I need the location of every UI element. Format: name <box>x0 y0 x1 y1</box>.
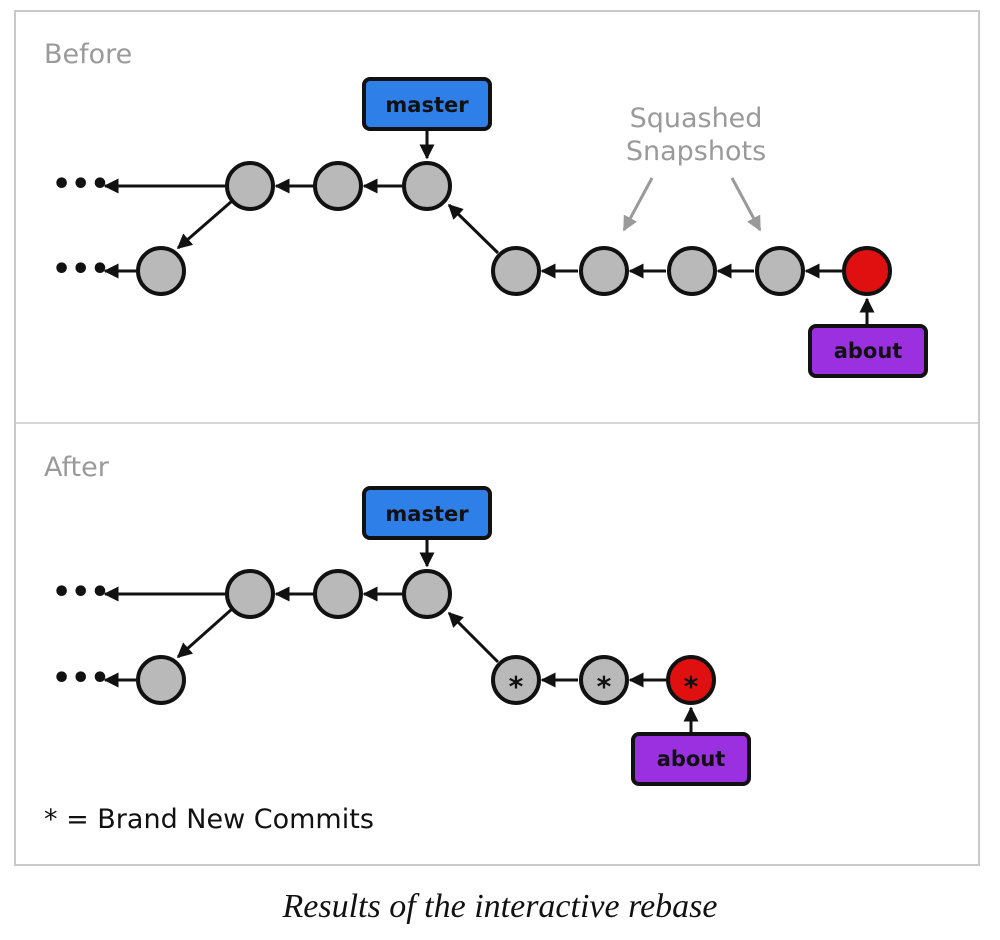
master-label-box <box>362 486 492 540</box>
commit-node <box>136 246 186 296</box>
rebase-diagram: Before Squashed Snapshots ••• ••• <box>16 39 978 835</box>
master-label: master <box>362 486 492 540</box>
diagram-frame <box>14 10 980 866</box>
ellipsis-upper: ••• <box>52 167 110 202</box>
edge <box>176 607 233 659</box>
new-commit-marker: * <box>509 670 524 703</box>
new-commit-node <box>579 655 629 705</box>
commit-node <box>402 569 452 619</box>
commit-node <box>225 161 275 211</box>
commit-node <box>402 161 452 211</box>
master-label-text: master <box>385 502 469 526</box>
commit-node <box>579 246 629 296</box>
ellipsis-lower: ••• <box>52 661 110 696</box>
annotation-arrows <box>622 177 762 232</box>
edge <box>176 199 233 250</box>
master-label: master <box>362 77 492 131</box>
about-label-box <box>631 732 751 786</box>
commit-node <box>225 569 275 619</box>
before-title: Before <box>44 39 132 70</box>
head-commit-node <box>842 246 892 296</box>
about-label-text: about <box>834 339 903 363</box>
ellipsis-upper: ••• <box>52 575 110 610</box>
master-label-text: master <box>385 93 469 117</box>
edge <box>447 203 500 255</box>
commit-node <box>755 246 805 296</box>
new-commit-marker: * <box>684 670 699 703</box>
before-edges <box>103 131 875 326</box>
figure-caption: Results of the interactive rebase <box>282 888 718 925</box>
about-label: about <box>808 324 928 378</box>
before-panel: Before Squashed Snapshots ••• ••• <box>44 39 928 378</box>
commit-node <box>667 246 717 296</box>
new-commit-marker: * <box>597 670 612 703</box>
about-label-text: about <box>657 747 726 771</box>
after-commits <box>136 569 716 705</box>
commit-node <box>313 161 363 211</box>
annotation-squashed: Squashed <box>630 103 763 134</box>
master-label-box <box>362 77 492 131</box>
before-commits <box>136 161 892 296</box>
new-commit-node <box>491 655 541 705</box>
annotation-arrow <box>622 177 654 232</box>
after-edges <box>103 540 699 734</box>
commit-node <box>313 569 363 619</box>
annotation-snapshots: Snapshots <box>626 136 766 167</box>
edge <box>447 611 500 664</box>
new-head-commit-node <box>666 655 716 705</box>
annotation-arrow <box>730 177 762 232</box>
after-panel: After ••• ••• * * * <box>44 452 751 835</box>
ellipsis-lower: ••• <box>52 252 110 287</box>
after-title: After <box>44 452 110 483</box>
about-label-box <box>808 324 928 378</box>
commit-node <box>491 246 541 296</box>
commit-node <box>136 655 186 705</box>
about-label: about <box>631 732 751 786</box>
legend-text: * = Brand New Commits <box>44 804 374 835</box>
